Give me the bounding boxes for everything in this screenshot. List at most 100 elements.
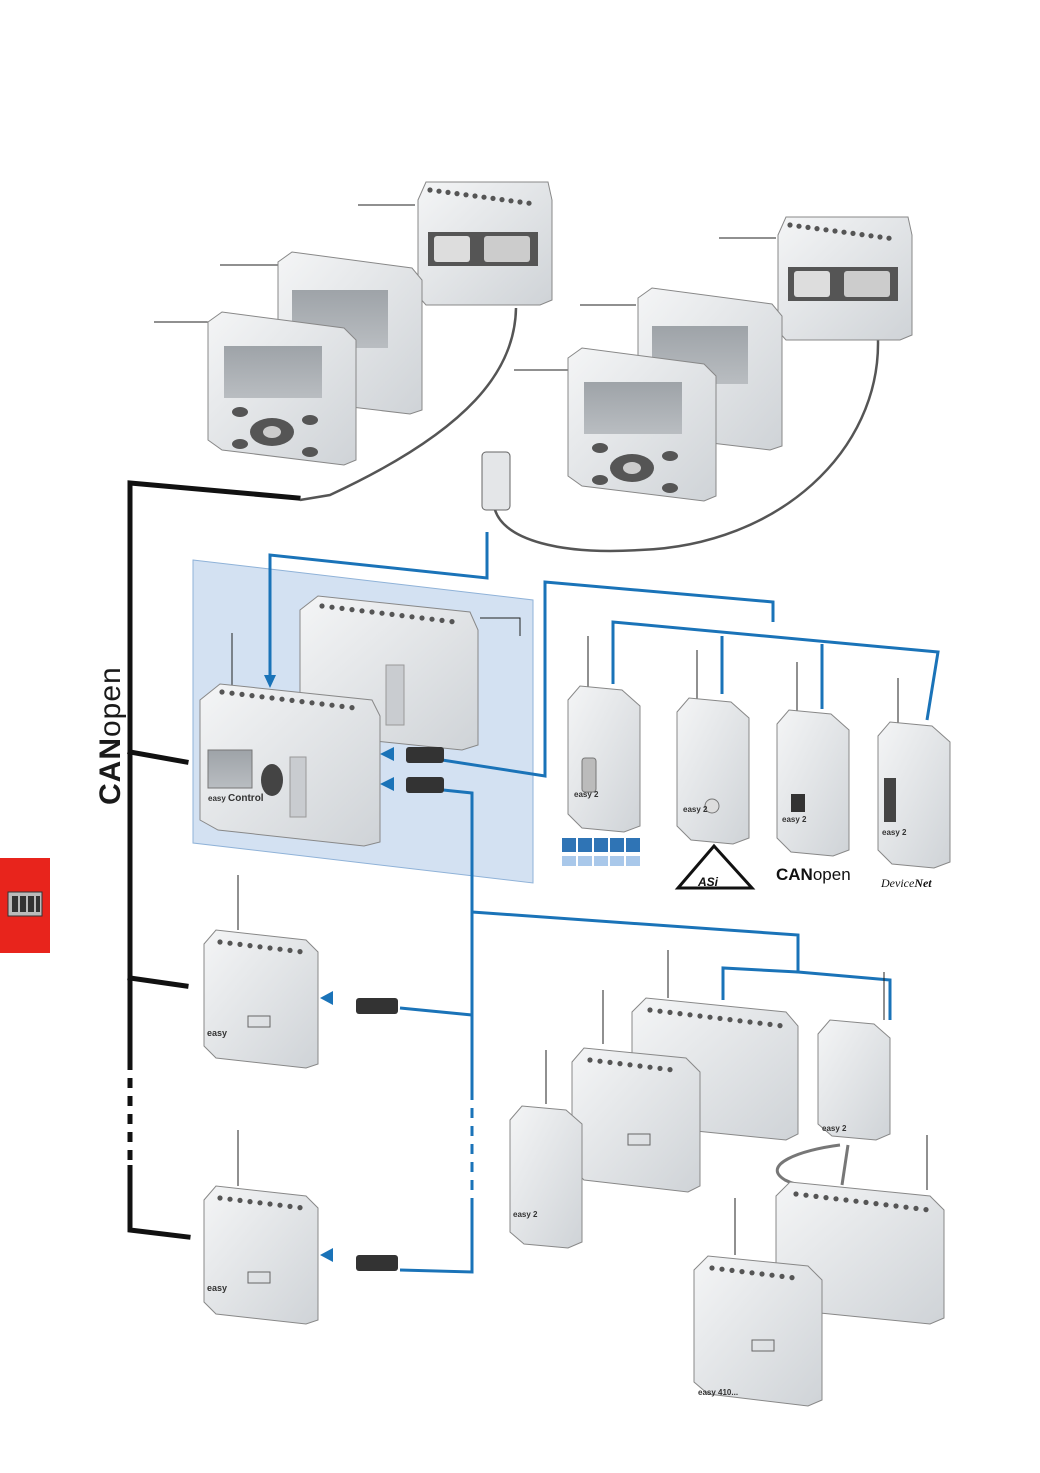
- display-cables: [299, 307, 880, 553]
- link-cable: [775, 1143, 850, 1192]
- terminal-dot: [472, 193, 478, 199]
- display-power-module-left: [417, 181, 553, 306]
- terminal-dot: [369, 609, 375, 615]
- terminal-dot: [729, 1267, 735, 1273]
- terminal-dot: [517, 199, 523, 205]
- terminal-dot: [832, 228, 838, 234]
- terminal-dot: [463, 192, 469, 198]
- profibus-logo: [562, 838, 640, 866]
- chapter-side-tab: [0, 858, 50, 953]
- terminal-dot: [319, 603, 325, 609]
- terminal-dot: [329, 604, 335, 610]
- terminal-dot: [779, 1273, 785, 1279]
- expansion-410-brand: easy 410...: [698, 1388, 739, 1397]
- canopen-bus-label: CANopen: [94, 666, 127, 805]
- terminal-dot: [863, 1199, 869, 1205]
- terminal-dot: [269, 695, 275, 701]
- devicenet-module-brand: easy 2: [882, 828, 907, 837]
- terminal-dot: [657, 1008, 663, 1014]
- display-group-left: [207, 181, 553, 466]
- terminal-dot: [499, 197, 505, 203]
- display-unit-right-front: [567, 347, 717, 502]
- relay-plugs: [356, 998, 398, 1271]
- terminal-rows: [217, 187, 929, 1281]
- expansion-narrow: [509, 1105, 583, 1249]
- terminal-dot: [297, 1205, 303, 1211]
- display-power-module-right: [777, 216, 913, 341]
- terminal-dot: [508, 198, 514, 204]
- terminal-dot: [436, 188, 442, 194]
- terminal-dot: [239, 691, 245, 698]
- terminal-dot: [697, 1013, 703, 1019]
- terminal-dot: [803, 1192, 809, 1198]
- plc-rack-icon: [7, 891, 43, 917]
- terminal-dot: [627, 1062, 633, 1068]
- canopen-logo-text: CANopen: [776, 865, 851, 884]
- terminal-dot: [319, 701, 325, 707]
- terminal-dot: [843, 1197, 849, 1203]
- terminal-dot: [903, 1204, 909, 1210]
- leader-lines: [154, 204, 928, 1255]
- terminal-dot: [707, 1014, 713, 1020]
- terminal-dot: [814, 226, 820, 232]
- coupler-brand: easy 2: [822, 1124, 847, 1133]
- canopen-module-brand: easy 2: [782, 815, 807, 824]
- terminal-dot: [607, 1059, 613, 1065]
- canopen-backbone: [127, 480, 301, 1240]
- devicenet-logo-text: DeviceNet: [881, 876, 932, 890]
- terminal-dot: [667, 1067, 673, 1073]
- terminal-dot: [427, 187, 433, 193]
- terminal-dot: [227, 1196, 233, 1202]
- terminal-dot: [759, 1271, 765, 1277]
- controller-brand-mark: easy Control: [208, 793, 264, 804]
- terminal-dot: [805, 224, 811, 230]
- terminal-dot: [267, 1201, 273, 1207]
- terminal-dot: [359, 608, 365, 614]
- terminal-dot: [677, 1011, 683, 1017]
- terminal-dot: [859, 232, 865, 238]
- terminal-dot: [219, 689, 225, 695]
- terminal-dot: [777, 1023, 783, 1029]
- terminal-dot: [883, 1202, 889, 1208]
- terminal-dot: [257, 1200, 263, 1206]
- terminal-dot: [657, 1065, 663, 1071]
- terminal-dot: [419, 615, 425, 621]
- expansion-medium: [571, 1047, 701, 1193]
- terminal-dot: [597, 1058, 603, 1064]
- terminal-dot: [637, 1063, 643, 1069]
- terminal-dot: [717, 1015, 723, 1022]
- expansion-410: [693, 1255, 823, 1407]
- terminal-dot: [813, 1193, 819, 1199]
- controller-front: [199, 683, 381, 847]
- terminal-dot: [449, 619, 455, 625]
- terminal-dot: [823, 1195, 829, 1201]
- relay-left-2-brand: easy: [207, 1283, 228, 1293]
- terminal-dot: [850, 230, 856, 236]
- terminal-dot: [229, 690, 235, 696]
- terminal-dot: [277, 946, 283, 952]
- terminal-dot: [289, 697, 295, 704]
- terminal-dot: [379, 610, 385, 616]
- relay-left-1-brand: easy: [207, 1028, 228, 1038]
- terminal-dot: [767, 1021, 773, 1027]
- terminal-dot: [249, 693, 255, 699]
- terminal-dot: [309, 700, 315, 706]
- terminal-dot: [297, 949, 303, 955]
- display-unit-left-front: [207, 311, 357, 466]
- terminal-dot: [279, 696, 285, 702]
- terminal-dot: [339, 605, 345, 612]
- terminal-dot: [587, 1057, 593, 1063]
- gateway-asi: [676, 697, 750, 845]
- terminal-dot: [667, 1009, 673, 1016]
- terminal-dot: [526, 200, 532, 206]
- terminal-dot: [247, 1199, 253, 1205]
- terminal-dot: [647, 1064, 653, 1070]
- terminal-dot: [277, 1202, 283, 1208]
- relay-left-1: [203, 929, 319, 1069]
- blue-connections: [268, 532, 940, 1274]
- terminal-dot: [796, 223, 802, 229]
- terminal-dot: [841, 229, 847, 235]
- cable-connector: [481, 451, 511, 511]
- terminal-dot: [287, 1203, 293, 1209]
- terminal-dot: [737, 1018, 743, 1024]
